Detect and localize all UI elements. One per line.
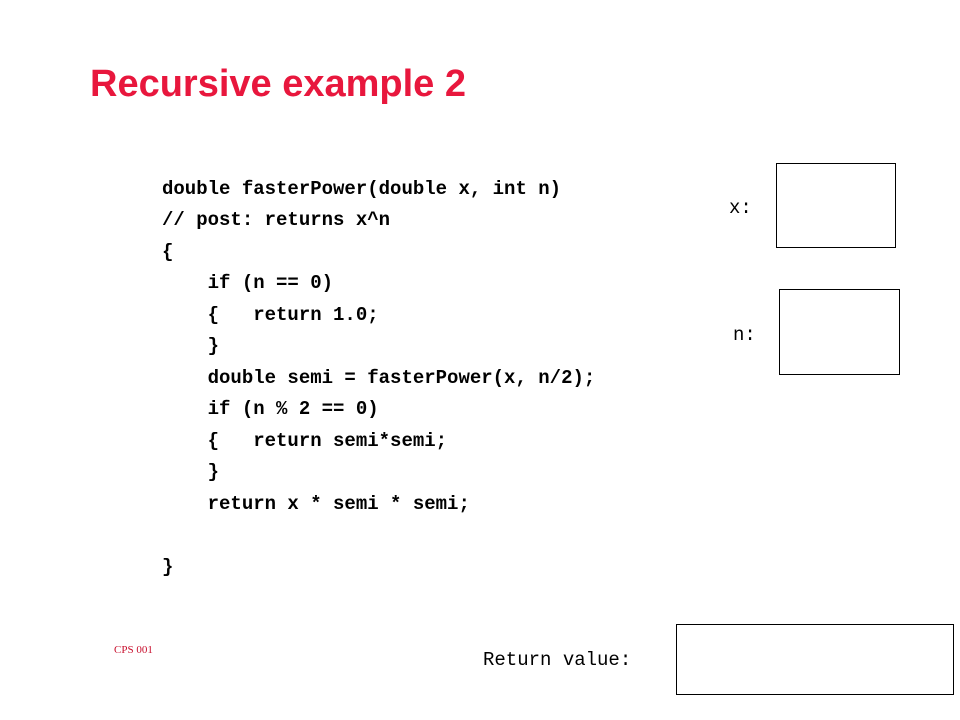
code-line: } xyxy=(162,335,220,357)
code-line: } xyxy=(162,461,220,483)
return-value-label: Return value: xyxy=(483,649,632,671)
code-line: return x * semi * semi; xyxy=(162,493,470,515)
x-value-box xyxy=(776,163,896,248)
code-line: { return 1.0; xyxy=(162,304,379,326)
code-line: } xyxy=(162,556,174,578)
code-line: if (n % 2 == 0) xyxy=(162,398,379,420)
n-label: n: xyxy=(733,324,756,346)
slide-footer: CPS 001 xyxy=(114,644,153,656)
code-line: double fasterPower(double x, int n) xyxy=(162,178,562,200)
code-line: // post: returns x^n xyxy=(162,209,391,231)
code-line: { return semi*semi; xyxy=(162,430,448,452)
code-line: { xyxy=(162,241,174,263)
code-line: double semi = fasterPower(x, n/2); xyxy=(162,367,596,389)
code-line: if (n == 0) xyxy=(162,272,334,294)
n-value-box xyxy=(779,289,900,375)
return-value-box xyxy=(676,624,954,695)
slide-title: Recursive example 2 xyxy=(90,63,467,105)
x-label: x: xyxy=(729,197,752,219)
